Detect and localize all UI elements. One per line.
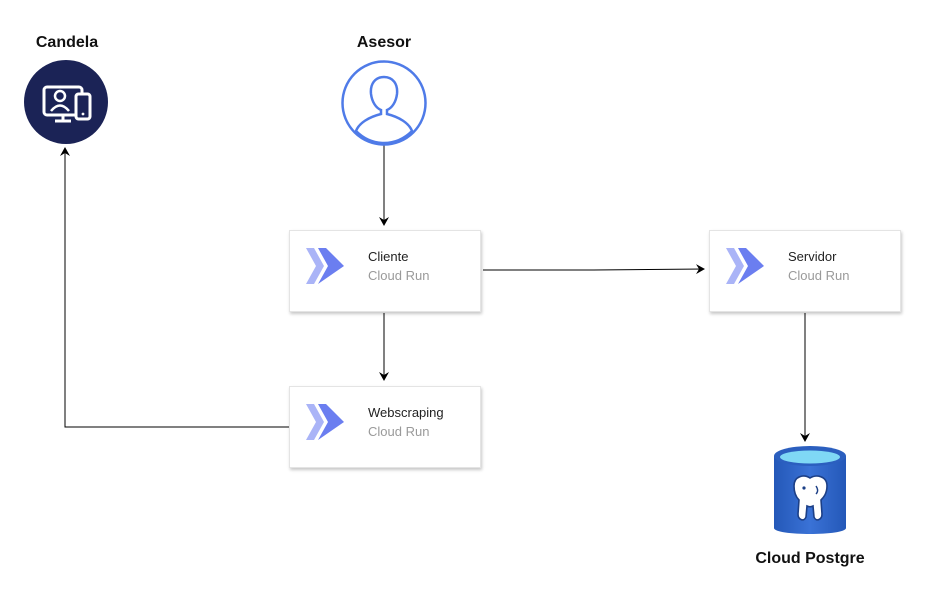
cloud-run-icon [306, 248, 344, 284]
edge-webscraping-candela [60, 147, 289, 428]
cloud-run-icon [306, 404, 344, 440]
servidor-title: Servidor [788, 249, 837, 264]
webscraping-card[interactable]: Webscraping Cloud Run [289, 386, 481, 468]
cliente-title: Cliente [368, 249, 409, 264]
cloud-run-icon [726, 248, 764, 284]
postgresql-database-icon [774, 446, 846, 534]
webscraping-title: Webscraping [368, 405, 444, 420]
postgres-label: Cloud Postgre [755, 550, 865, 567]
cliente-card[interactable]: Cliente Cloud Run [289, 230, 481, 312]
servidor-subtitle: Cloud Run [788, 268, 850, 283]
user-icon [341, 60, 427, 146]
servidor-card[interactable]: Servidor Cloud Run [709, 230, 901, 312]
cliente-subtitle: Cloud Run [368, 268, 430, 283]
webscraping-subtitle: Cloud Run [368, 424, 430, 439]
asesor-label: Asesor [356, 34, 412, 51]
candela-label: Candela [35, 34, 99, 51]
devices-user-icon [24, 60, 108, 144]
edge-cliente-servidor [483, 264, 705, 275]
